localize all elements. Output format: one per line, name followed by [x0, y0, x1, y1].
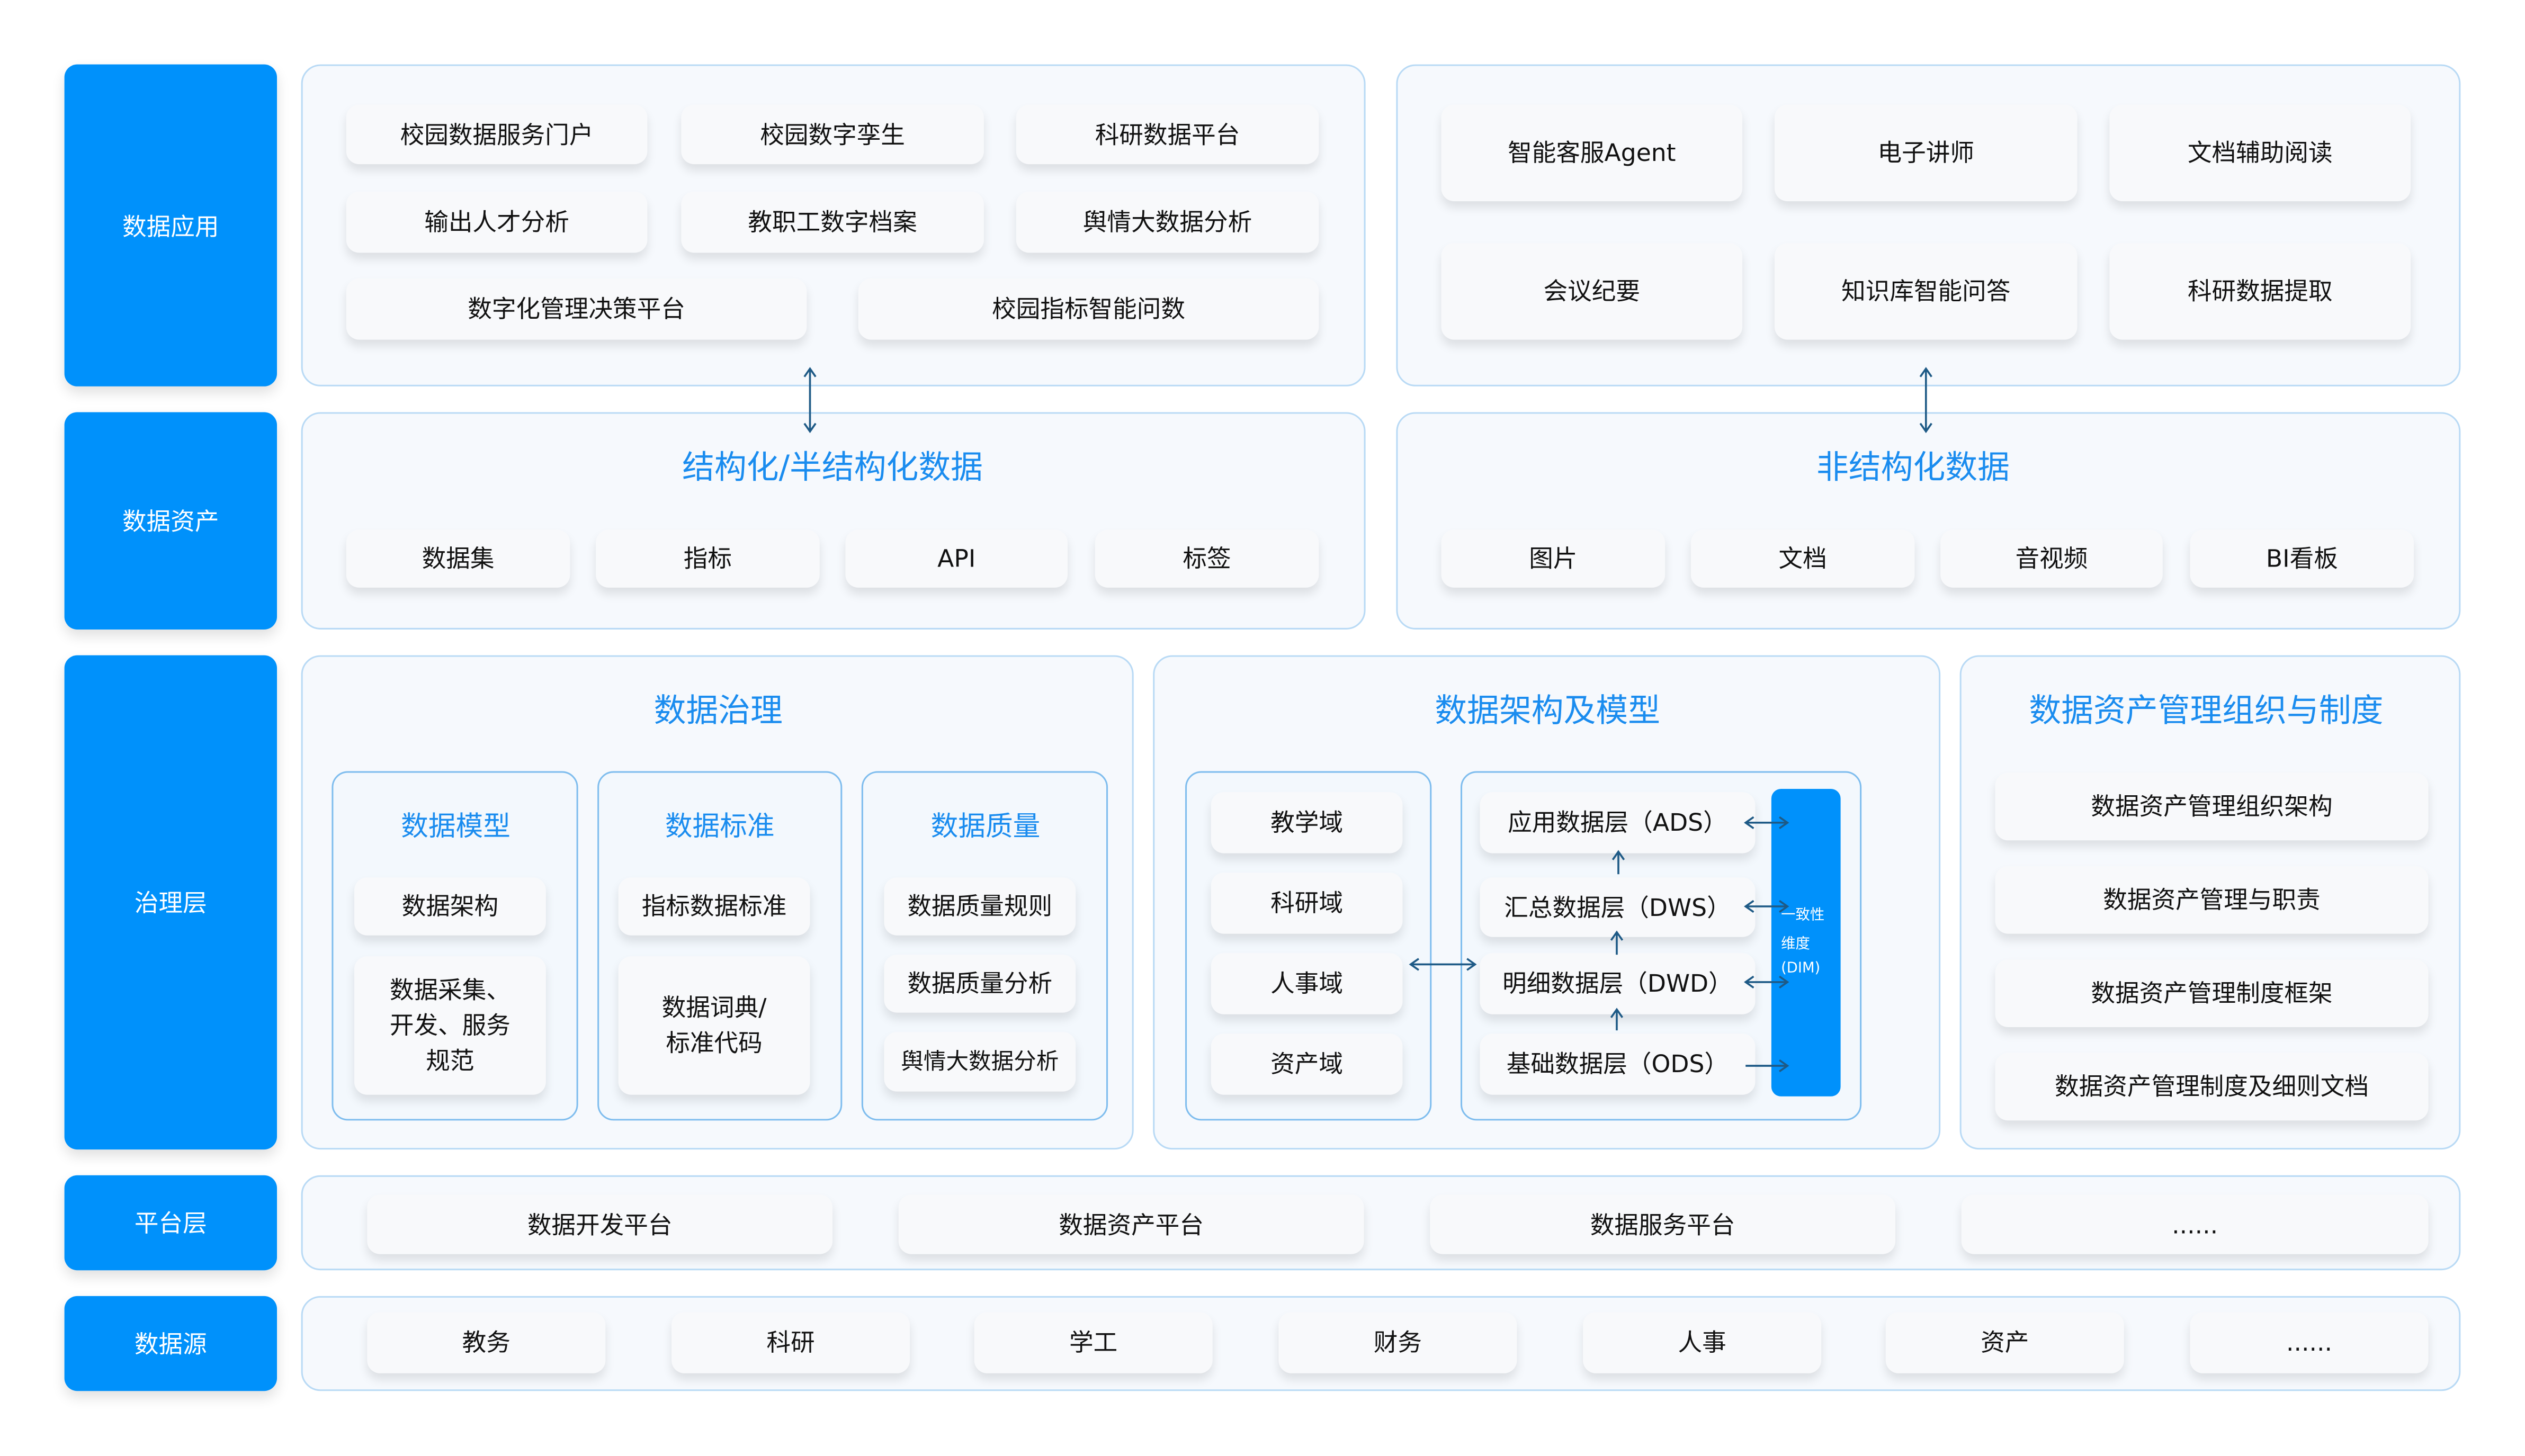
dim-bar	[1771, 788, 1841, 1097]
asset-card: 指标	[596, 529, 820, 588]
platform-card: 数据服务平台	[1430, 1194, 1896, 1254]
asset-card: 标签	[1095, 529, 1319, 588]
app-card: 科研数据提取	[2109, 243, 2411, 340]
app-card: 输出人才分析	[346, 191, 648, 253]
governance-card: 数据架构	[354, 877, 546, 936]
data-model-title: 数据模型	[401, 811, 511, 844]
app-card: 校园数字孪生	[681, 104, 984, 165]
org-card: 数据资产管理制度及细则文档	[1995, 1053, 2429, 1121]
asset-card: BI看板	[2190, 529, 2414, 588]
source-card: 人事	[1583, 1312, 1822, 1373]
architecture-title: 数据架构及模型	[1435, 690, 1661, 730]
layer-label-source: 数据源	[64, 1296, 277, 1391]
warehouse-layer-card: 应用数据层（ADS）	[1480, 792, 1756, 853]
app-card: 校园指标智能问数	[858, 278, 1319, 340]
governance-card: 数据采集、开发、服务规范	[354, 956, 546, 1095]
unstructured-data-title: 非结构化数据	[1816, 447, 2010, 487]
source-card: 教务	[367, 1312, 606, 1373]
governance-card: 数据词典/标准代码	[618, 956, 810, 1095]
app-card: 知识库智能问答	[1774, 243, 2078, 340]
org-card: 数据资产管理制度框架	[1995, 959, 2429, 1028]
app-card: 数字化管理决策平台	[346, 278, 807, 340]
layer-label-assets: 数据资产	[64, 412, 277, 630]
app-card: 电子讲师	[1774, 104, 2078, 202]
asset-card: API	[845, 529, 1068, 588]
governance-card: 数据质量分析	[884, 955, 1076, 1013]
domain-card: 资产域	[1211, 1033, 1403, 1095]
layer-label-application: 数据应用	[64, 64, 277, 387]
source-card: 资产	[1885, 1312, 2124, 1373]
app-card: 舆情大数据分析	[1016, 191, 1319, 253]
layer-label-platform: 平台层	[64, 1175, 277, 1271]
governance-card: 舆情大数据分析	[884, 1032, 1076, 1092]
warehouse-layer-card: 基础数据层（ODS）	[1480, 1033, 1756, 1095]
org-card: 数据资产管理与职责	[1995, 866, 2429, 934]
layer-label-governance: 治理层	[64, 655, 277, 1150]
warehouse-layer-card: 明细数据层（DWD）	[1480, 953, 1756, 1014]
asset-card: 数据集	[346, 529, 570, 588]
data-standard-title: 数据标准	[665, 811, 775, 844]
asset-card: 图片	[1441, 529, 1666, 588]
org-card: 数据资产管理组织架构	[1995, 772, 2429, 841]
dim-label: 一致性	[1781, 908, 1825, 924]
app-card: 校园数据服务门户	[346, 104, 648, 165]
source-card: 科研	[671, 1312, 910, 1373]
governance-card: 指标数据标准	[618, 877, 810, 936]
app-card: 文档辅助阅读	[2109, 104, 2411, 202]
governance-title: 数据治理	[653, 690, 783, 730]
domain-card: 教学域	[1211, 792, 1403, 853]
domain-card: 人事域	[1211, 953, 1403, 1014]
data-quality-title: 数据质量	[930, 811, 1041, 844]
governance-card: 数据质量规则	[884, 877, 1076, 936]
source-card: ......	[2190, 1312, 2429, 1373]
asset-card: 音视频	[1940, 529, 2163, 588]
app-card: 科研数据平台	[1016, 104, 1319, 165]
source-card: 学工	[974, 1312, 1213, 1373]
app-card: 会议纪要	[1441, 243, 1743, 340]
structured-assets-panel	[301, 412, 1366, 630]
dim-label: (DIM)	[1781, 961, 1821, 977]
org-title: 数据资产管理组织与制度	[2029, 690, 2384, 730]
warehouse-layer-card: 汇总数据层（DWS）	[1480, 877, 1756, 937]
app-card: 教职工数字档案	[681, 191, 984, 253]
domain-card: 科研域	[1211, 873, 1403, 934]
asset-card: 文档	[1690, 529, 1915, 588]
dim-label: 维度	[1781, 937, 1810, 954]
platform-card: 数据开发平台	[367, 1194, 833, 1254]
platform-card: ......	[1961, 1194, 2429, 1254]
structured-data-title: 结构化/半结构化数据	[682, 447, 983, 487]
app-card: 智能客服Agent	[1441, 104, 1743, 202]
unstructured-assets-panel	[1396, 412, 2461, 630]
source-card: 财务	[1278, 1312, 1517, 1373]
platform-card: 数据资产平台	[898, 1194, 1364, 1254]
